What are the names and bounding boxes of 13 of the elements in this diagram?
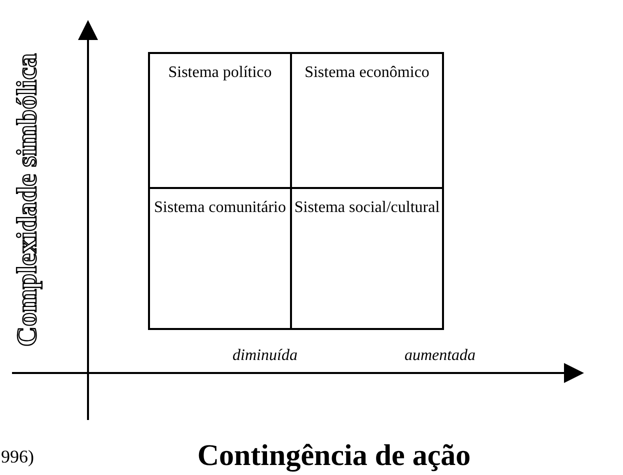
axis-value-label: diminuída xyxy=(232,347,298,365)
citation-text: 996) xyxy=(1,446,34,468)
axis-value-label: aumentada xyxy=(404,347,476,365)
quadrant-label: Sistema comunitário xyxy=(154,199,286,216)
quadrant-box xyxy=(290,187,444,330)
y-axis-label: Complexidade simbólica xyxy=(12,53,44,347)
quadrant-label: Sistema econômico xyxy=(304,64,430,81)
quadrant-box xyxy=(148,187,292,330)
quadrant-box xyxy=(148,52,292,189)
quadrant-box xyxy=(290,52,444,189)
quadrant-label: Sistema social/cultural xyxy=(294,199,440,216)
quadrant-label: Sistema político xyxy=(168,64,272,81)
x-axis-label: Contingência de ação xyxy=(197,439,471,473)
